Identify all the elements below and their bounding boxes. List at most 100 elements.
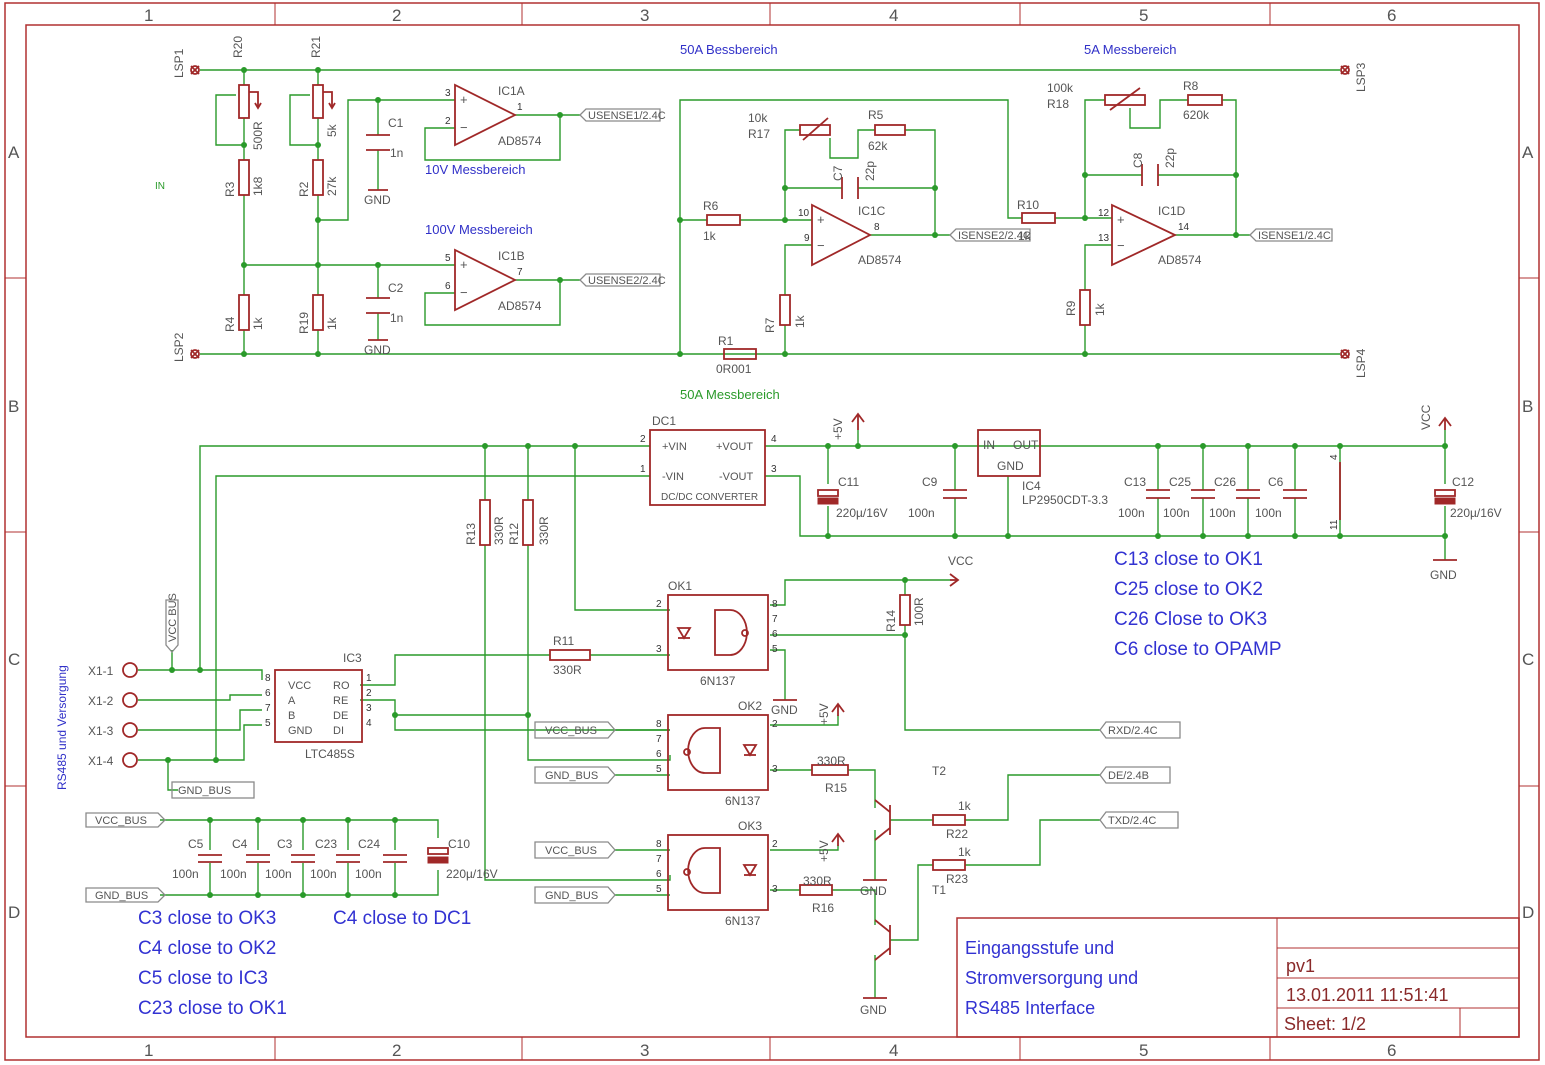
heading-10v-messbereich: 10V Messbereich: [425, 162, 525, 177]
svg-text:DE/2.4B: DE/2.4B: [1108, 770, 1149, 782]
ok1-body: [667, 594, 769, 671]
usense1-net-label: USENSE1/2.4C: [588, 110, 666, 122]
x1-2-pin[interactable]: [122, 692, 138, 708]
svg-text:0R001: 0R001: [716, 362, 752, 376]
svg-text:OK1: OK1: [668, 579, 692, 593]
svg-text:C6: C6: [1268, 475, 1284, 489]
x1-3-pin[interactable]: [122, 722, 138, 738]
svg-text:VCC_BUS: VCC_BUS: [95, 815, 147, 827]
svg-text:1k: 1k: [703, 229, 717, 243]
lsp3-terminal[interactable]: [1340, 65, 1350, 75]
r4-body: [238, 294, 250, 331]
svg-text:7: 7: [656, 854, 662, 865]
svg-text:RO: RO: [333, 680, 350, 692]
svg-text:IC1C: IC1C: [858, 204, 886, 218]
row-d-right: D: [1522, 903, 1534, 922]
svg-text:VCC BUS: VCC BUS: [167, 593, 179, 642]
col-5-top: 5: [1139, 6, 1148, 25]
svg-text:1: 1: [366, 673, 372, 684]
svg-text:100n: 100n: [1209, 506, 1236, 520]
svg-text:2: 2: [366, 688, 372, 699]
wires-rs485: [138, 579, 1100, 998]
col-6-top: 6: [1387, 6, 1396, 25]
svg-text:27k: 27k: [325, 176, 339, 196]
pullup-resistors: R13 330R R12 330R: [464, 499, 551, 546]
lsp2-terminal[interactable]: [190, 349, 200, 359]
heading-5a-messbereich: 5A Messbereich: [1084, 42, 1177, 57]
title-line-1: Eingangsstufe und: [965, 938, 1114, 958]
row-a-left: A: [8, 143, 20, 162]
svg-text:R19: R19: [297, 312, 311, 334]
ok2-body: [667, 714, 769, 791]
svg-text:100n: 100n: [1118, 506, 1145, 520]
svg-text:8: 8: [265, 673, 271, 684]
note-c13: C13 close to OK1: [1114, 549, 1263, 570]
svg-text:GND: GND: [364, 193, 391, 207]
svg-text:X1-3: X1-3: [88, 724, 114, 738]
col-3-top: 3: [640, 6, 649, 25]
svg-text:+5V: +5V: [817, 840, 831, 862]
svg-text:10: 10: [798, 208, 810, 219]
svg-text:R11: R11: [553, 634, 574, 648]
col-6-bottom: 6: [1387, 1041, 1396, 1060]
svg-text:6N137: 6N137: [725, 794, 761, 808]
ok3-body: [667, 834, 769, 911]
isense1-net-label: ISENSE1/2.4C: [1258, 230, 1331, 242]
svg-text:+: +: [460, 92, 468, 107]
in-label: IN: [155, 181, 165, 192]
svg-text:6: 6: [445, 281, 451, 292]
svg-text:IN: IN: [983, 438, 995, 452]
rs485-supply-symbols: +5V +5V VCC: [817, 554, 974, 862]
svg-text:DC1: DC1: [652, 414, 676, 428]
svg-text:C2: C2: [388, 281, 404, 295]
r21-body: [312, 84, 324, 119]
svg-text:220µ/16V: 220µ/16V: [446, 867, 498, 881]
svg-text:C25: C25: [1169, 475, 1191, 489]
svg-text:GND: GND: [860, 884, 887, 898]
svg-text:330R: 330R: [492, 516, 506, 545]
heading-50a-bessbereich: 50A Bessbereich: [680, 42, 778, 57]
svg-text:7: 7: [517, 267, 523, 278]
svg-text:C5: C5: [188, 837, 204, 851]
svg-text:100n: 100n: [310, 867, 337, 881]
svg-text:GND: GND: [997, 459, 1024, 473]
x1-4-pin[interactable]: [122, 752, 138, 768]
labels-top: 50A Bessbereich 5A Messbereich 10V Messb…: [155, 36, 1210, 402]
svg-text:3: 3: [771, 464, 777, 475]
resistors-top: [238, 84, 1223, 360]
r19-body: [312, 294, 324, 331]
svg-text:C7: C7: [831, 165, 845, 181]
svg-text:-VIN: -VIN: [662, 471, 684, 483]
col-3-bottom: 3: [640, 1041, 649, 1060]
svg-text:7: 7: [656, 734, 662, 745]
svg-text:R8: R8: [1183, 79, 1199, 93]
svg-text:1k: 1k: [251, 316, 265, 330]
lsp1-terminal[interactable]: [190, 65, 200, 75]
svg-text:330R: 330R: [537, 516, 551, 545]
svg-text:R16: R16: [812, 901, 834, 915]
svg-text:3: 3: [772, 884, 778, 895]
ic1a-symbol: [454, 83, 518, 147]
row-b-right: B: [1522, 397, 1533, 416]
lsp1-label: LSP1: [172, 48, 186, 78]
svg-text:2: 2: [640, 434, 646, 445]
svg-text:2: 2: [772, 839, 778, 850]
svg-text:22p: 22p: [863, 161, 877, 181]
regulator-ic4: IN OUT GND IC4 LP2950CDT-3.3: [977, 429, 1108, 507]
lsp4-terminal[interactable]: [1340, 349, 1350, 359]
svg-text:R21: R21: [309, 36, 323, 58]
row-d-left: D: [8, 903, 20, 922]
svg-text:R17: R17: [748, 127, 770, 141]
svg-text:TXD/2.4C: TXD/2.4C: [1108, 815, 1156, 827]
x1-1-pin[interactable]: [122, 662, 138, 678]
svg-text:4: 4: [366, 718, 372, 729]
svg-text:DE: DE: [333, 710, 348, 722]
rs485-heading: RS485 und Versorgung: [55, 665, 69, 790]
svg-text:1: 1: [517, 102, 523, 113]
sheet-date: 13.01.2011 11:51:41: [1286, 985, 1448, 1005]
